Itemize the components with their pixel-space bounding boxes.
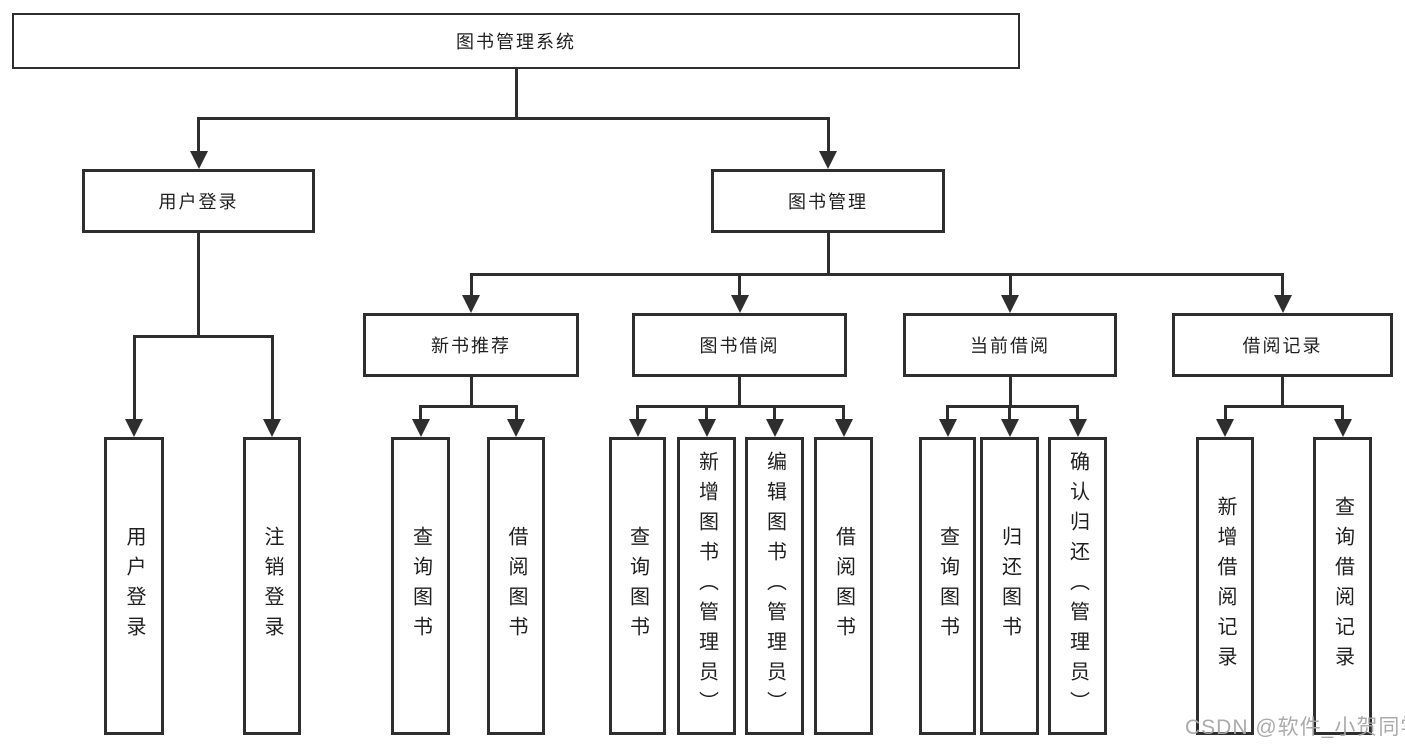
arrowhead-down-icon bbox=[834, 419, 853, 437]
leaf-label: 归还图书 bbox=[998, 526, 1021, 646]
arrowhead-down-icon bbox=[1000, 419, 1019, 437]
connector-stem bbox=[826, 117, 830, 151]
connector-stem bbox=[1076, 405, 1079, 419]
connector-stem bbox=[842, 405, 845, 419]
node-label: 图书管理 bbox=[788, 192, 868, 212]
connector-current-drop bbox=[1008, 377, 1012, 405]
arrowhead-down-icon bbox=[507, 419, 525, 437]
connector-userlogin-drop bbox=[197, 233, 200, 335]
arrowhead-down-icon bbox=[411, 419, 430, 437]
connector-stem bbox=[1008, 273, 1012, 295]
node-system-root: 图书管理系统 bbox=[12, 13, 1020, 69]
leaf-query-borrow-record: 查询借阅记录 bbox=[1313, 437, 1372, 735]
arrowhead-down-icon bbox=[938, 419, 957, 437]
leaf-label: 查询图书 bbox=[626, 526, 649, 646]
leaf-borrow-books-recommend: 借阅图书 bbox=[487, 437, 545, 735]
leaf-borrow-books-borrowing: 借阅图书 bbox=[814, 437, 873, 735]
leaf-logout-login: 注销登录 bbox=[243, 437, 301, 735]
connector-stem bbox=[1281, 273, 1284, 295]
connector-stem bbox=[1008, 405, 1011, 419]
arrowhead-down-icon bbox=[189, 151, 208, 169]
connector-bookmgmt-rail bbox=[469, 273, 1284, 276]
leaf-user-login: 用户登录 bbox=[104, 437, 164, 735]
node-book-management: 图书管理 bbox=[711, 169, 945, 233]
connector-recommend-rail bbox=[419, 405, 518, 408]
connector-records-rail bbox=[1223, 405, 1344, 408]
node-borrowing-records: 借阅记录 bbox=[1172, 313, 1393, 377]
leaf-add-borrow-record: 新增借阅记录 bbox=[1196, 437, 1254, 735]
arrowhead-down-icon bbox=[462, 295, 480, 313]
connector-stem bbox=[636, 405, 639, 419]
arrowhead-down-icon bbox=[819, 151, 837, 169]
leaf-add-books-admin: 新增图书（管理员） bbox=[677, 437, 736, 735]
node-new-book-recommend: 新书推荐 bbox=[363, 313, 579, 377]
connector-stem bbox=[132, 335, 136, 419]
leaf-confirm-return-admin: 确认归还（管理员） bbox=[1048, 437, 1107, 735]
connector-root-rail bbox=[197, 117, 829, 120]
leaf-query-books-recommend: 查询图书 bbox=[391, 437, 450, 735]
leaf-query-books-borrowing: 查询图书 bbox=[609, 437, 666, 735]
connector-stem bbox=[270, 335, 274, 419]
leaf-return-books: 归还图书 bbox=[980, 437, 1039, 735]
leaf-label: 注销登录 bbox=[261, 526, 283, 646]
node-current-borrowing: 当前借阅 bbox=[903, 313, 1117, 377]
arrowhead-down-icon bbox=[1216, 419, 1234, 437]
leaf-label: 确认归还（管理员） bbox=[1066, 451, 1089, 721]
leaf-query-books-current: 查询图书 bbox=[919, 437, 976, 735]
connector-root-drop bbox=[514, 69, 518, 117]
leaf-label: 借阅图书 bbox=[832, 526, 855, 646]
arrowhead-down-icon bbox=[765, 419, 784, 437]
connector-stem bbox=[419, 405, 422, 419]
node-label: 借阅记录 bbox=[1242, 336, 1323, 356]
leaf-label: 查询图书 bbox=[409, 526, 432, 646]
connector-stem bbox=[705, 405, 708, 419]
connector-stem bbox=[197, 117, 200, 151]
node-book-borrowing: 图书借阅 bbox=[632, 313, 847, 377]
node-label: 图书借阅 bbox=[699, 336, 780, 356]
arrowhead-down-icon bbox=[263, 419, 281, 437]
leaf-label: 编辑图书（管理员） bbox=[763, 451, 786, 721]
arrowhead-down-icon bbox=[1273, 295, 1292, 313]
connector-stem bbox=[738, 273, 741, 295]
leaf-label: 借阅图书 bbox=[505, 526, 527, 646]
connector-recommend-drop bbox=[469, 377, 473, 405]
arrowhead-down-icon bbox=[697, 419, 716, 437]
leaf-edit-books-admin: 编辑图书（管理员） bbox=[745, 437, 804, 735]
connector-stem bbox=[773, 405, 776, 419]
arrowhead-down-icon bbox=[125, 419, 143, 437]
connector-borrowing-drop bbox=[738, 377, 741, 405]
arrowhead-down-icon bbox=[730, 295, 749, 313]
connector-stem bbox=[514, 405, 518, 419]
connector-stem bbox=[469, 273, 473, 295]
node-label: 用户登录 bbox=[158, 192, 239, 212]
leaf-label: 用户登录 bbox=[123, 526, 145, 646]
connector-records-drop bbox=[1281, 377, 1284, 405]
connector-stem bbox=[1341, 405, 1344, 419]
node-user-login: 用户登录 bbox=[82, 169, 315, 233]
connector-userlogin-rail bbox=[132, 335, 274, 338]
leaf-label: 新增图书（管理员） bbox=[695, 451, 718, 721]
connector-stem bbox=[1223, 405, 1227, 419]
arrowhead-down-icon bbox=[1001, 295, 1019, 313]
connector-borrowing-rail bbox=[636, 405, 845, 408]
arrowhead-down-icon bbox=[628, 419, 647, 437]
node-label: 图书管理系统 bbox=[456, 32, 576, 52]
connector-stem bbox=[946, 405, 949, 419]
arrowhead-down-icon bbox=[1333, 419, 1352, 437]
node-label: 新书推荐 bbox=[431, 336, 511, 356]
node-label: 当前借阅 bbox=[970, 336, 1050, 356]
connector-current-rail bbox=[946, 405, 1079, 408]
leaf-label: 查询图书 bbox=[936, 526, 959, 646]
arrowhead-down-icon bbox=[1068, 419, 1087, 437]
leaf-label: 新增借阅记录 bbox=[1214, 496, 1236, 676]
leaf-label: 查询借阅记录 bbox=[1331, 496, 1354, 676]
connector-bookmgmt-drop bbox=[826, 233, 830, 273]
csdn-watermark: CSDN @软件_小贺同学 bbox=[1185, 716, 1405, 739]
